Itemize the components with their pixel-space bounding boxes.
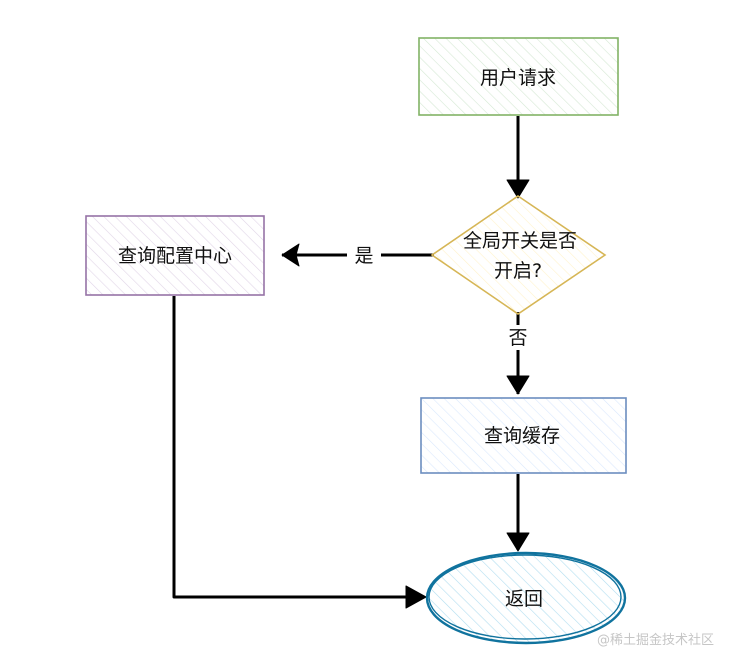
node-decision-label-line2: 开启?: [494, 260, 542, 282]
edge-config-to-return: [172, 296, 424, 599]
edge-request-to-decision-head: [506, 179, 530, 199]
edge-config-to-return-head: [405, 585, 427, 609]
edge-cache-to-return-head: [506, 532, 530, 552]
node-query-cache: 查询缓存: [420, 397, 627, 474]
node-decision-label-line1: 全局开关是否: [463, 230, 577, 252]
node-return-label: 返回: [505, 588, 543, 610]
node-return: 返回: [425, 551, 627, 645]
watermark: @稀土掘金技术社区: [596, 633, 714, 648]
edge-decision-to-config-head: [281, 243, 300, 267]
node-query-config-center-label: 查询配置中心: [118, 245, 232, 267]
edge-label-no: 否: [508, 327, 527, 349]
node-decision: 全局开关是否 开启?: [430, 195, 607, 315]
node-query-cache-label: 查询缓存: [484, 425, 560, 447]
node-user-request-label: 用户请求: [480, 67, 556, 89]
node-query-config-center: 查询配置中心: [85, 215, 265, 296]
node-user-request: 用户请求: [418, 37, 619, 116]
edges: [172, 116, 530, 609]
edge-label-yes: 是: [354, 245, 373, 267]
edge-decision-to-cache-head: [506, 375, 530, 395]
